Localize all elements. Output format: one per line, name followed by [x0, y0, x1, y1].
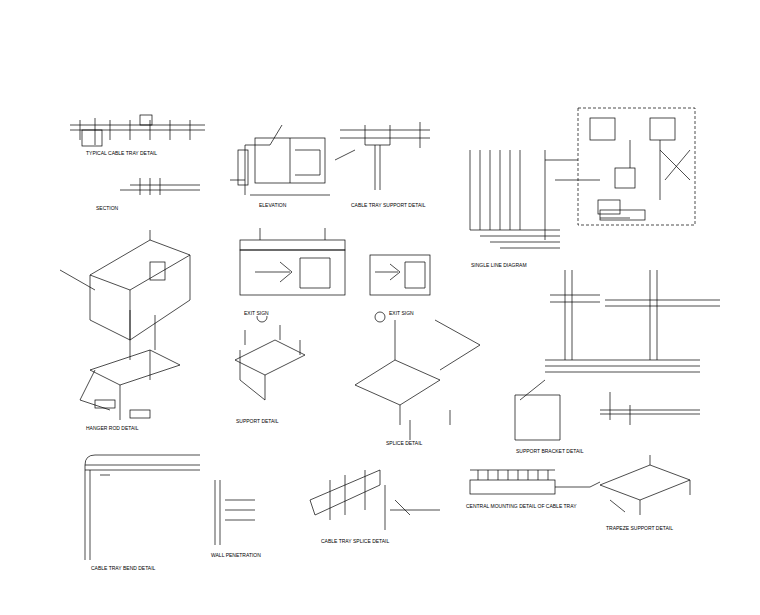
detail-caption: WALL PENETRATION [210, 552, 262, 558]
detail-caption: CENTRAL MOUNTING DETAIL OF CABLE TRAY [465, 503, 577, 509]
detail-caption: EXIT SIGN [243, 310, 270, 316]
detail-caption: CABLE TRAY SPLICE DETAIL [320, 538, 390, 544]
detail-caption: SUPPORT BRACKET DETAIL [515, 448, 584, 454]
detail-caption: TYPICAL CABLE TRAY DETAIL [85, 150, 158, 156]
detail-caption: SECTION [95, 205, 119, 211]
detail-caption: SPLICE DETAIL [385, 440, 423, 446]
detail-caption: SUPPORT DETAIL [235, 418, 280, 424]
detail-caption: HANGER ROD DETAIL [85, 425, 139, 431]
detail-caption: CABLE TRAY SUPPORT DETAIL [350, 202, 426, 208]
detail-caption: ELEVATION [258, 202, 287, 208]
detail-caption: CABLE TRAY BEND DETAIL [90, 565, 156, 571]
detail-caption: SINGLE LINE DIAGRAM [470, 262, 528, 268]
detail-caption: TRAPEZE SUPPORT DETAIL [605, 525, 674, 531]
detail-caption: EXIT SIGN [388, 310, 415, 316]
